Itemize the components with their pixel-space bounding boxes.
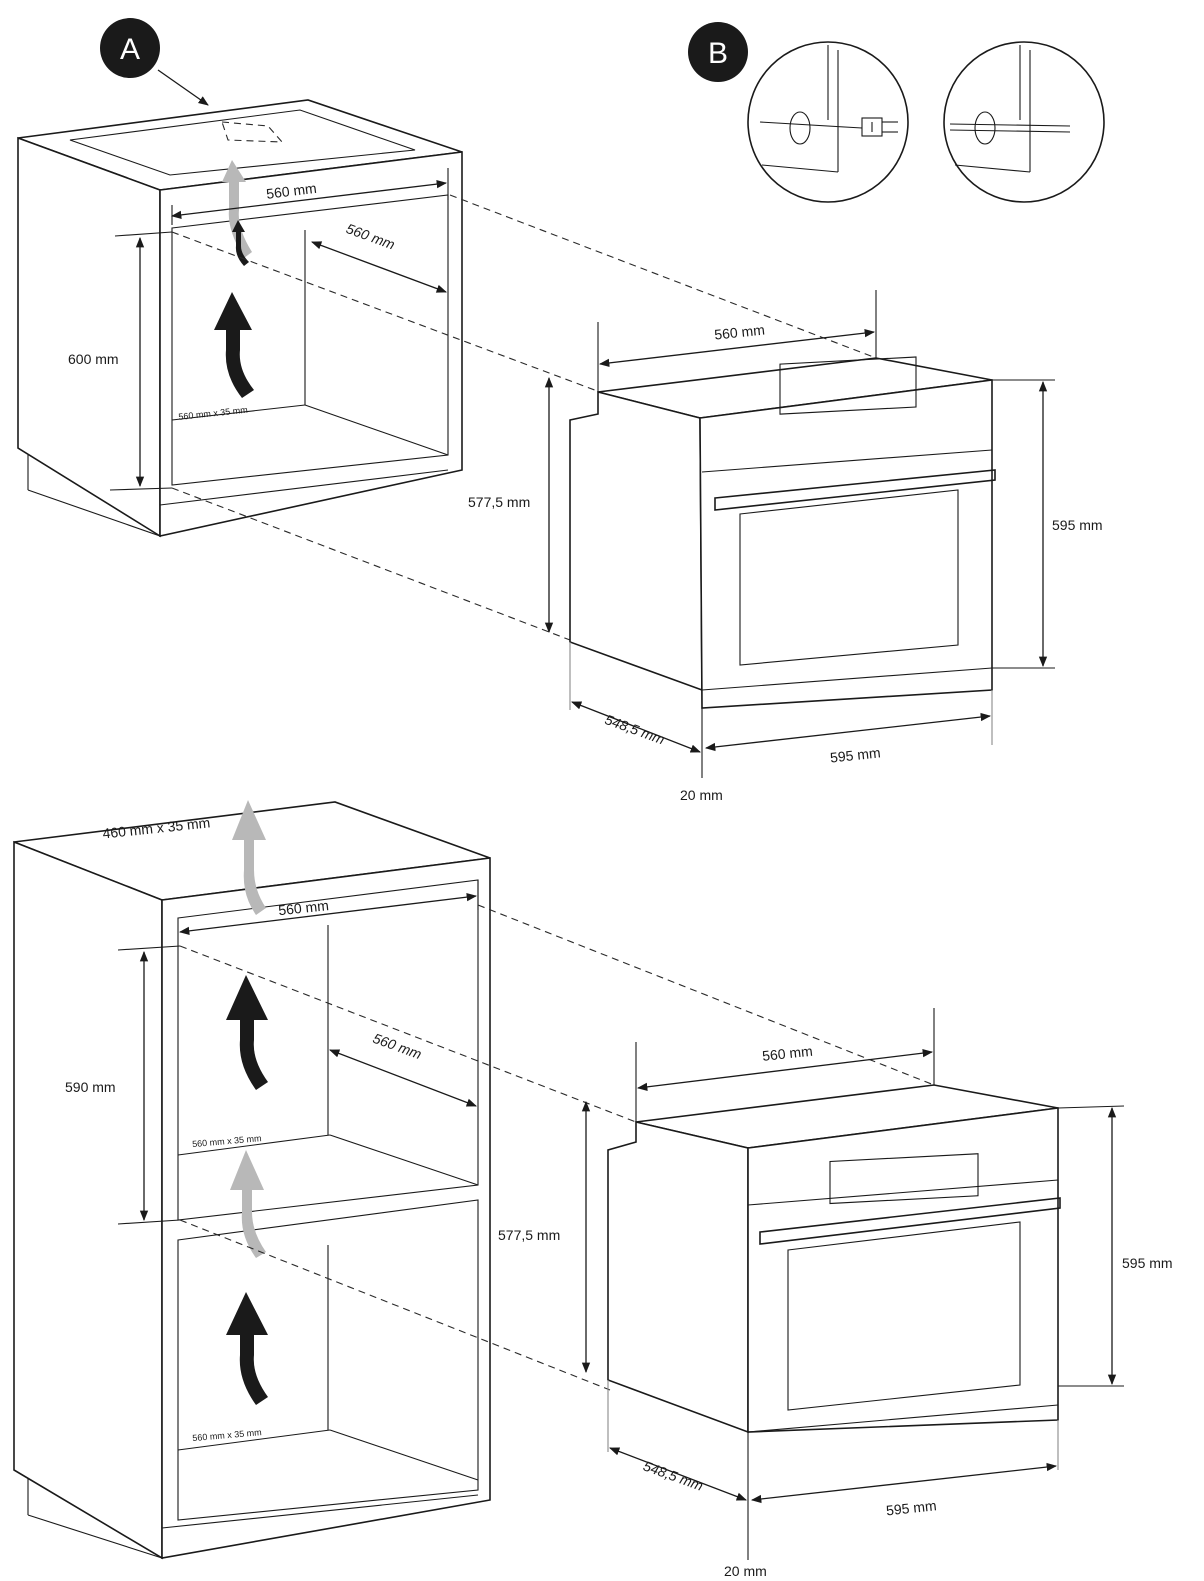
bottom-cabinet-airflow: [226, 800, 268, 1405]
badge-b: B: [688, 22, 748, 82]
bottom-cabinet-height-label: 590 mm: [65, 1079, 116, 1095]
bottom-oven: [607, 1084, 1061, 1434]
top-oven-dimensions: 560 mm 577,5 mm 595 mm 548,5 mm 595 mm 2…: [468, 290, 1103, 803]
bottom-oven-body-height-label: 577,5 mm: [498, 1227, 560, 1243]
top-oven-front-width-label: 595 mm: [829, 744, 881, 765]
cable-detail-wired: [943, 41, 1105, 203]
top-cabinet-front: [159, 151, 463, 537]
airflow-arrow-light-icon: [232, 800, 266, 915]
bottom-oven-front-height-label: 595 mm: [1122, 1255, 1173, 1271]
bottom-oven-door-offset-label: 20 mm: [724, 1563, 767, 1579]
badge-a: A: [100, 18, 209, 106]
top-oven-door-offset-label: 20 mm: [680, 787, 723, 803]
airflow-arrow-dark-icon: [226, 1292, 268, 1405]
badge-b-label: B: [708, 37, 728, 70]
badge-a-pointer: [157, 69, 209, 106]
top-cabinet-side: [17, 136, 161, 538]
top-cabinet-width-label: 560 mm: [265, 180, 317, 202]
airflow-arrow-light-icon: [230, 1150, 266, 1258]
bottom-oven-front-width-label: 595 mm: [885, 1497, 937, 1518]
bottom-oven-top-width-label: 560 mm: [761, 1043, 813, 1064]
top-oven-body-height-label: 577,5 mm: [468, 494, 530, 510]
airflow-arrow-dark-icon: [214, 292, 254, 398]
top-oven-depth-label: 548,5 mm: [603, 711, 667, 747]
bottom-cabinet-width-label: 560 mm: [278, 897, 330, 918]
top-oven-top-width-label: 560 mm: [714, 321, 766, 342]
top-cabinet-height-label: 600 mm: [68, 351, 119, 367]
top-oven: [569, 356, 996, 709]
badge-a-label: A: [120, 33, 140, 66]
bottom-oven-depth-label: 548,5 mm: [641, 1457, 705, 1493]
airflow-arrow-small-icon: [232, 220, 249, 266]
top-guide-lines: [171, 194, 877, 641]
airflow-arrow-dark-icon: [226, 975, 268, 1090]
top-oven-front-height-label: 595 mm: [1052, 517, 1103, 533]
cable-detail-plugged: [747, 41, 909, 203]
